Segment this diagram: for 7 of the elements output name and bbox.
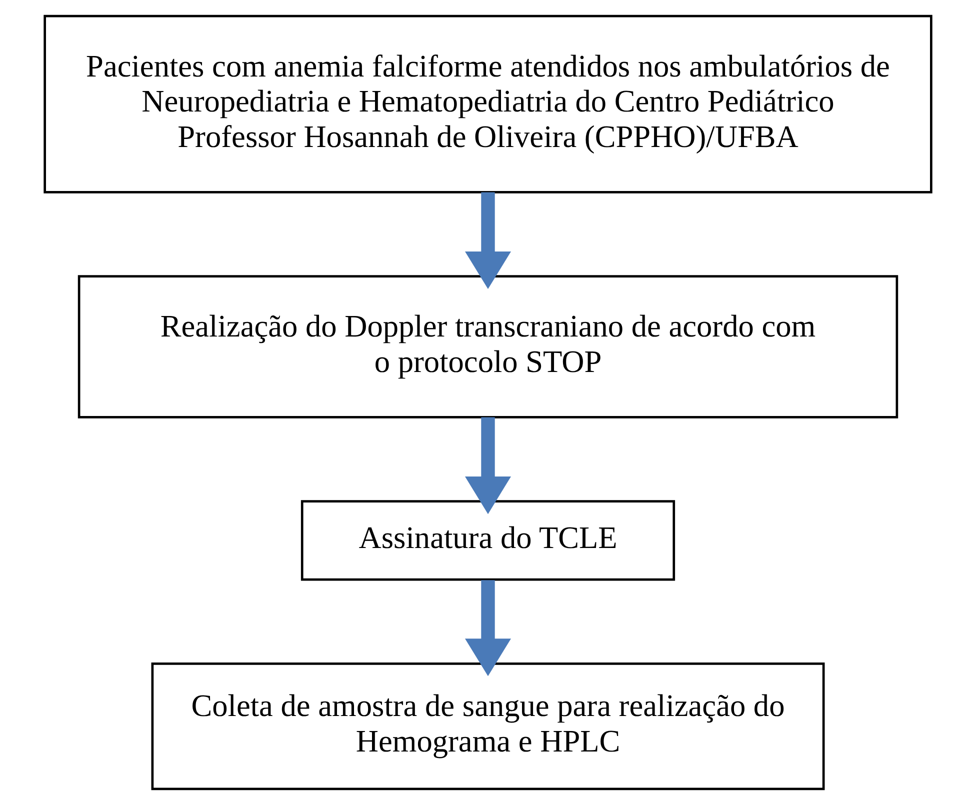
node-box: Realização do Doppler transcraniano de acordo com o protocolo STOP [78, 275, 898, 418]
node-box: Assinatura do TCLE [300, 500, 676, 581]
arrow [465, 580, 511, 676]
node-box: Pacientes com anemia falciforme atendidos nos ambulatórios de Neuropediatria e Hematopediatria do Centro Pediátrico Professor Hosannah de Oliveira (CPPHO)/UFBA [44, 14, 932, 194]
arrow [465, 417, 511, 514]
node-box: Coleta de amostra de sangue para realização do Hemograma e HPLC [151, 662, 825, 790]
arrow [465, 192, 511, 290]
